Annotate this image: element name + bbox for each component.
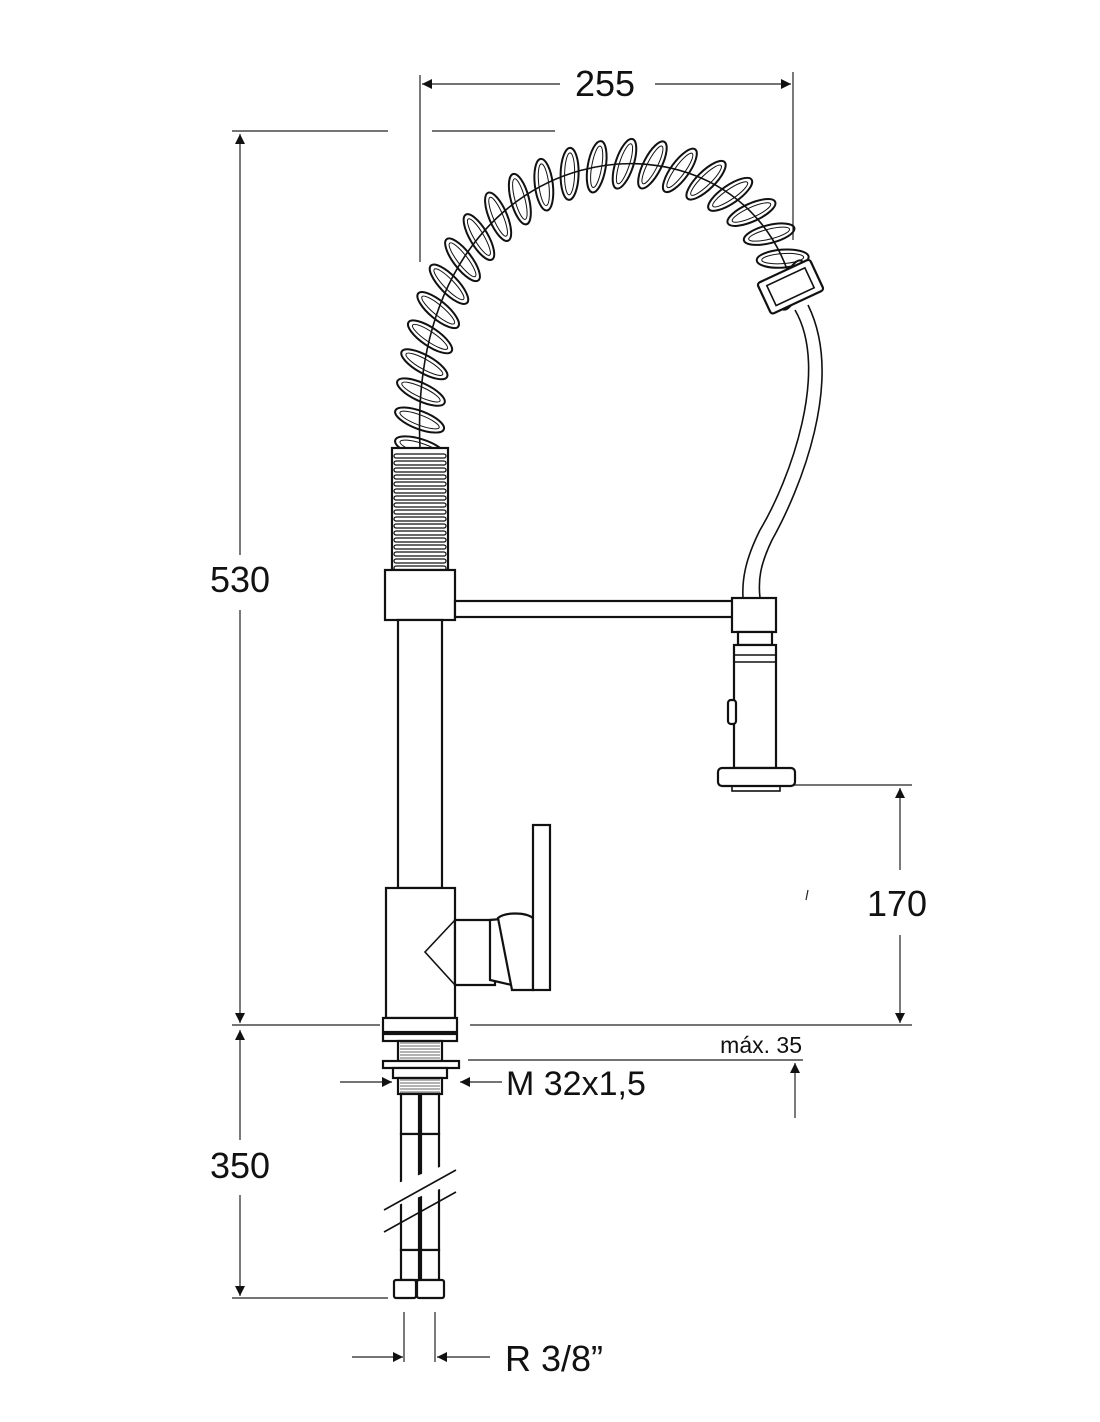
spring-coil-loop (448, 242, 477, 278)
spring-coil-loop (421, 295, 456, 325)
spring-coil-loop (611, 137, 638, 190)
spring-coil-loop (707, 176, 754, 212)
spring-coil-loop (507, 172, 532, 226)
spring-coil-loop (444, 237, 481, 283)
spring-coil-loop (590, 145, 604, 188)
spring-coil-loop (400, 348, 449, 381)
spring-coil-loop (433, 268, 465, 301)
spring-guard-rib (393, 551, 447, 557)
spring-coil-loop (742, 222, 796, 246)
spring-coil-loop (488, 196, 508, 237)
spring-guard-rib (393, 495, 447, 501)
spring-guard (390, 446, 450, 572)
total-height-label: 530 (210, 559, 270, 600)
width-label: 255 (575, 63, 635, 104)
spring-coil-loop (411, 323, 449, 350)
dimension-total-height: 530 (210, 130, 555, 1023)
spring-coil-loop (466, 218, 491, 256)
spring-guard-rib (393, 474, 447, 480)
spring-coil-loop (537, 163, 550, 207)
spring-coil-loop (559, 146, 580, 201)
spring-guard-rib (393, 460, 447, 466)
spring-coil-loop (484, 191, 513, 242)
spring-guard-rib (393, 523, 447, 529)
spout-height-label: 170 (867, 883, 927, 924)
dimension-spout-height: 170 (790, 784, 927, 1023)
spring-guard-rib (393, 544, 447, 550)
lever-handle (531, 823, 552, 992)
spring-coil-loop (401, 381, 441, 403)
dimension-connection: R 3/8” (352, 1312, 603, 1379)
spring-coil-loop (564, 152, 576, 196)
spring-coil-loop (761, 252, 805, 265)
spout-arm (453, 599, 735, 619)
spring-guard-rib (393, 502, 447, 508)
spring-guard-rib (393, 537, 447, 543)
spring-coil-loop (399, 410, 440, 430)
spring-coil-loop (712, 181, 749, 208)
mounting-set (381, 1016, 461, 1096)
spring-coil-loop (685, 159, 727, 201)
spring-guard-rib (393, 516, 447, 522)
spring-coil-loop (396, 377, 446, 407)
spring-guard-rib (393, 481, 447, 487)
dimension-hose-length: 350 (210, 1030, 388, 1299)
spring-coil-loop (726, 198, 777, 227)
spring-coil-loop (748, 226, 791, 242)
spring-guard-rib (393, 453, 447, 459)
spout-collar (383, 568, 457, 622)
dimension-width: 255 (419, 63, 794, 262)
dimension-max-deck: máx. 35 (468, 1032, 803, 1118)
spring-coil-loop (428, 263, 470, 305)
spring-coil-loop (661, 147, 698, 194)
faucet-column (396, 618, 444, 890)
spring-coil-loop (416, 291, 460, 330)
max-deck-label: máx. 35 (720, 1032, 802, 1058)
spray-head (716, 596, 797, 792)
spring-coil-loop (512, 178, 528, 220)
spring-guard-rib (393, 530, 447, 536)
spring-guard-rib (393, 488, 447, 494)
spring-guard-rib (393, 509, 447, 515)
spring-path (418, 162, 793, 449)
spring-coil-loop (637, 140, 668, 190)
spring-coil-loop (690, 164, 722, 196)
spring-coil-loop (394, 406, 446, 434)
spring-coil-loop (641, 145, 664, 185)
dimension-thread: M 32x1,5 (340, 1065, 646, 1103)
supply-hoses (380, 1092, 458, 1300)
spring-coil-loop (585, 140, 608, 194)
spring-coil-loop (731, 202, 772, 223)
spring-coil-loop (666, 152, 694, 189)
hose-length-label: 350 (210, 1145, 270, 1186)
pull-out-hose (742, 258, 825, 599)
thread-label: M 32x1,5 (506, 1065, 646, 1103)
hose-holder (756, 258, 825, 315)
spring-coil-loop (462, 213, 496, 261)
spring-coil-loop (405, 352, 444, 376)
mixer-body (384, 823, 552, 1020)
spring-coil-loop (755, 248, 810, 269)
spring-guard-rib (393, 558, 447, 564)
connection-label: R 3/8” (505, 1338, 603, 1379)
spring-coil-loop (533, 157, 555, 212)
spring-guard-rib (393, 467, 447, 473)
spring-coil (394, 137, 810, 461)
spring-coil-loop (615, 143, 634, 185)
spring-coil-loop (406, 319, 454, 355)
stray-mark (805, 889, 809, 901)
